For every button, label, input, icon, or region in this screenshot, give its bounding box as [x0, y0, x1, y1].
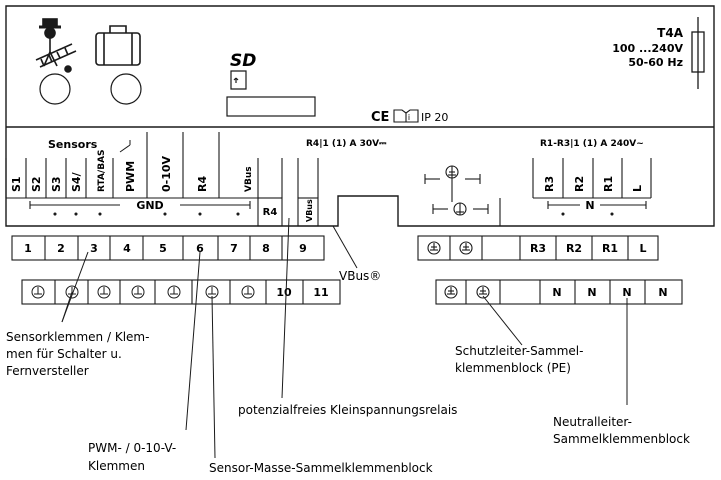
terminal-l[interactable]: L	[639, 242, 646, 255]
terminal-4[interactable]: 4	[123, 242, 131, 255]
frequency-rating: 50-60 Hz	[628, 56, 683, 69]
n-bus	[547, 201, 647, 216]
terminal-7[interactable]: 7	[230, 242, 238, 255]
switch-symbol-icon	[119, 140, 131, 153]
callout-sensor-line1: Sensorklemmen / Klem-	[6, 330, 149, 344]
ip-rating: IP 20	[421, 111, 448, 124]
ground-terminal-icons	[31, 285, 255, 299]
terminal-5[interactable]: 5	[159, 242, 167, 255]
terminal-0-10v: 0-10V	[160, 155, 173, 192]
n-label: N	[585, 199, 594, 212]
terminal-3[interactable]: 3	[90, 242, 98, 255]
relays-rating: R1-R3|1 (1) A 240V~	[540, 139, 644, 149]
terminal-n4[interactable]: N	[658, 286, 667, 299]
suitcase-icon	[95, 25, 141, 66]
ground-icon	[241, 285, 255, 299]
right-row2-labels: N N N N	[552, 286, 667, 299]
lower-row1-labels: 1 2 3 4 5 6 7 8 9	[24, 242, 307, 255]
right-upper-terminal-strip	[532, 158, 652, 199]
terminal-r2[interactable]: R2	[566, 242, 582, 255]
terminal-n3[interactable]: N	[622, 286, 631, 299]
lower-terminal-row2	[21, 279, 341, 305]
fuse-rating: T4A	[657, 26, 684, 40]
pe-icon	[444, 285, 458, 299]
terminal-vbus: VBus	[244, 166, 254, 192]
callout-neutral-line1: Neutralleiter-	[553, 415, 632, 429]
terminal-8[interactable]: 8	[262, 242, 270, 255]
info-letter: i	[408, 113, 410, 122]
callout-relay: potenzialfreies Kleinspannungsrelais	[238, 403, 457, 417]
terminal-n1[interactable]: N	[552, 286, 561, 299]
chimney-sweep-icon	[35, 18, 77, 73]
manual-info-icon	[393, 109, 419, 123]
gnd-label: GND	[136, 199, 163, 212]
callout-pwm-line2: Klemmen	[88, 459, 145, 473]
terminal-s3: S3	[50, 176, 63, 192]
callout-neutral-line2: Sammelklemmenblock	[553, 432, 690, 446]
callout-sensor-line3: Fernversteller	[6, 364, 89, 378]
callouts: VBus® Sensorklemmen / Klem- men für Scha…	[6, 269, 690, 475]
terminal-r4: R4	[196, 176, 209, 192]
ground-icon	[131, 285, 145, 299]
ce-mark: CE	[371, 110, 389, 125]
right-upper-terminal-labels: R3 R2 R1 L	[543, 176, 644, 192]
sd-card-slot[interactable]	[226, 96, 316, 117]
terminal-n2[interactable]: N	[587, 286, 596, 299]
terminal-1[interactable]: 1	[24, 242, 32, 255]
terminal-s2: S2	[30, 176, 43, 192]
r4-inner-box	[257, 197, 283, 227]
callout-vbus: VBus®	[339, 269, 381, 283]
ground-icon	[97, 285, 111, 299]
voltage-rating: 100 ...240V	[612, 42, 683, 55]
right-row1-labels: R3 R2 R1 L	[530, 242, 647, 255]
ground-icon	[167, 285, 181, 299]
terminal-6[interactable]: 6	[196, 242, 204, 255]
terminal-r3[interactable]: R3	[530, 242, 546, 255]
terminal-s1: S1	[10, 176, 23, 192]
gnd-bus	[29, 201, 251, 216]
vbus-inner-label: VBus	[305, 199, 314, 222]
holiday-button[interactable]	[110, 73, 142, 105]
device-housing	[5, 5, 715, 227]
terminal-9[interactable]: 9	[299, 242, 307, 255]
sd-label: SD	[230, 51, 256, 71]
sensors-label: Sensors	[48, 138, 98, 151]
terminal-r1[interactable]: R1	[602, 242, 618, 255]
right-terminal-row1	[417, 235, 659, 261]
terminal-l-upper: L	[631, 185, 644, 192]
lower-terminal-row1	[11, 235, 325, 261]
terminal-rta-bas: RTA/BAS	[97, 149, 107, 192]
upper-terminal-labels: S1 S2 S3 S4/ RTA/BAS PWM 0-10V R4 VBus	[10, 149, 254, 192]
terminal-r2-upper: R2	[573, 176, 586, 192]
pe-icon	[427, 241, 441, 255]
terminal-10[interactable]: 10	[276, 286, 292, 299]
terminal-2[interactable]: 2	[57, 242, 65, 255]
pe-housing-symbols	[424, 165, 501, 226]
sd-card-icon	[230, 70, 247, 90]
right-terminal-row2	[435, 279, 683, 305]
callout-sensor-line2: men für Schalter u.	[6, 347, 122, 361]
terminal-r1-upper: R1	[602, 176, 615, 192]
terminal-r3-upper: R3	[543, 176, 556, 192]
fuse-icon	[691, 17, 705, 89]
upper-terminal-strip	[5, 132, 319, 199]
callout-pe-line2: klemmenblock (PE)	[455, 361, 571, 375]
r4-inner-label: R4	[263, 207, 278, 218]
callout-ground-block: Sensor-Masse-Sammelklemmenblock	[209, 461, 433, 475]
chimney-sweep-button[interactable]	[39, 73, 71, 105]
callout-pe-line1: Schutzleiter-Sammel-	[455, 344, 583, 358]
callout-pwm-line1: PWM- / 0-10-V-	[88, 441, 176, 455]
pe-icon	[476, 285, 490, 299]
terminal-11[interactable]: 11	[313, 286, 328, 299]
relay4-rating: R4|1 (1) A 30V⎓	[306, 139, 387, 149]
leader-lines	[61, 217, 628, 459]
pe-icon	[459, 241, 473, 255]
vbus-inner-box	[297, 197, 319, 227]
ground-icon	[31, 285, 45, 299]
terminal-s4: S4/	[70, 171, 83, 192]
terminal-pwm: PWM	[124, 161, 137, 192]
